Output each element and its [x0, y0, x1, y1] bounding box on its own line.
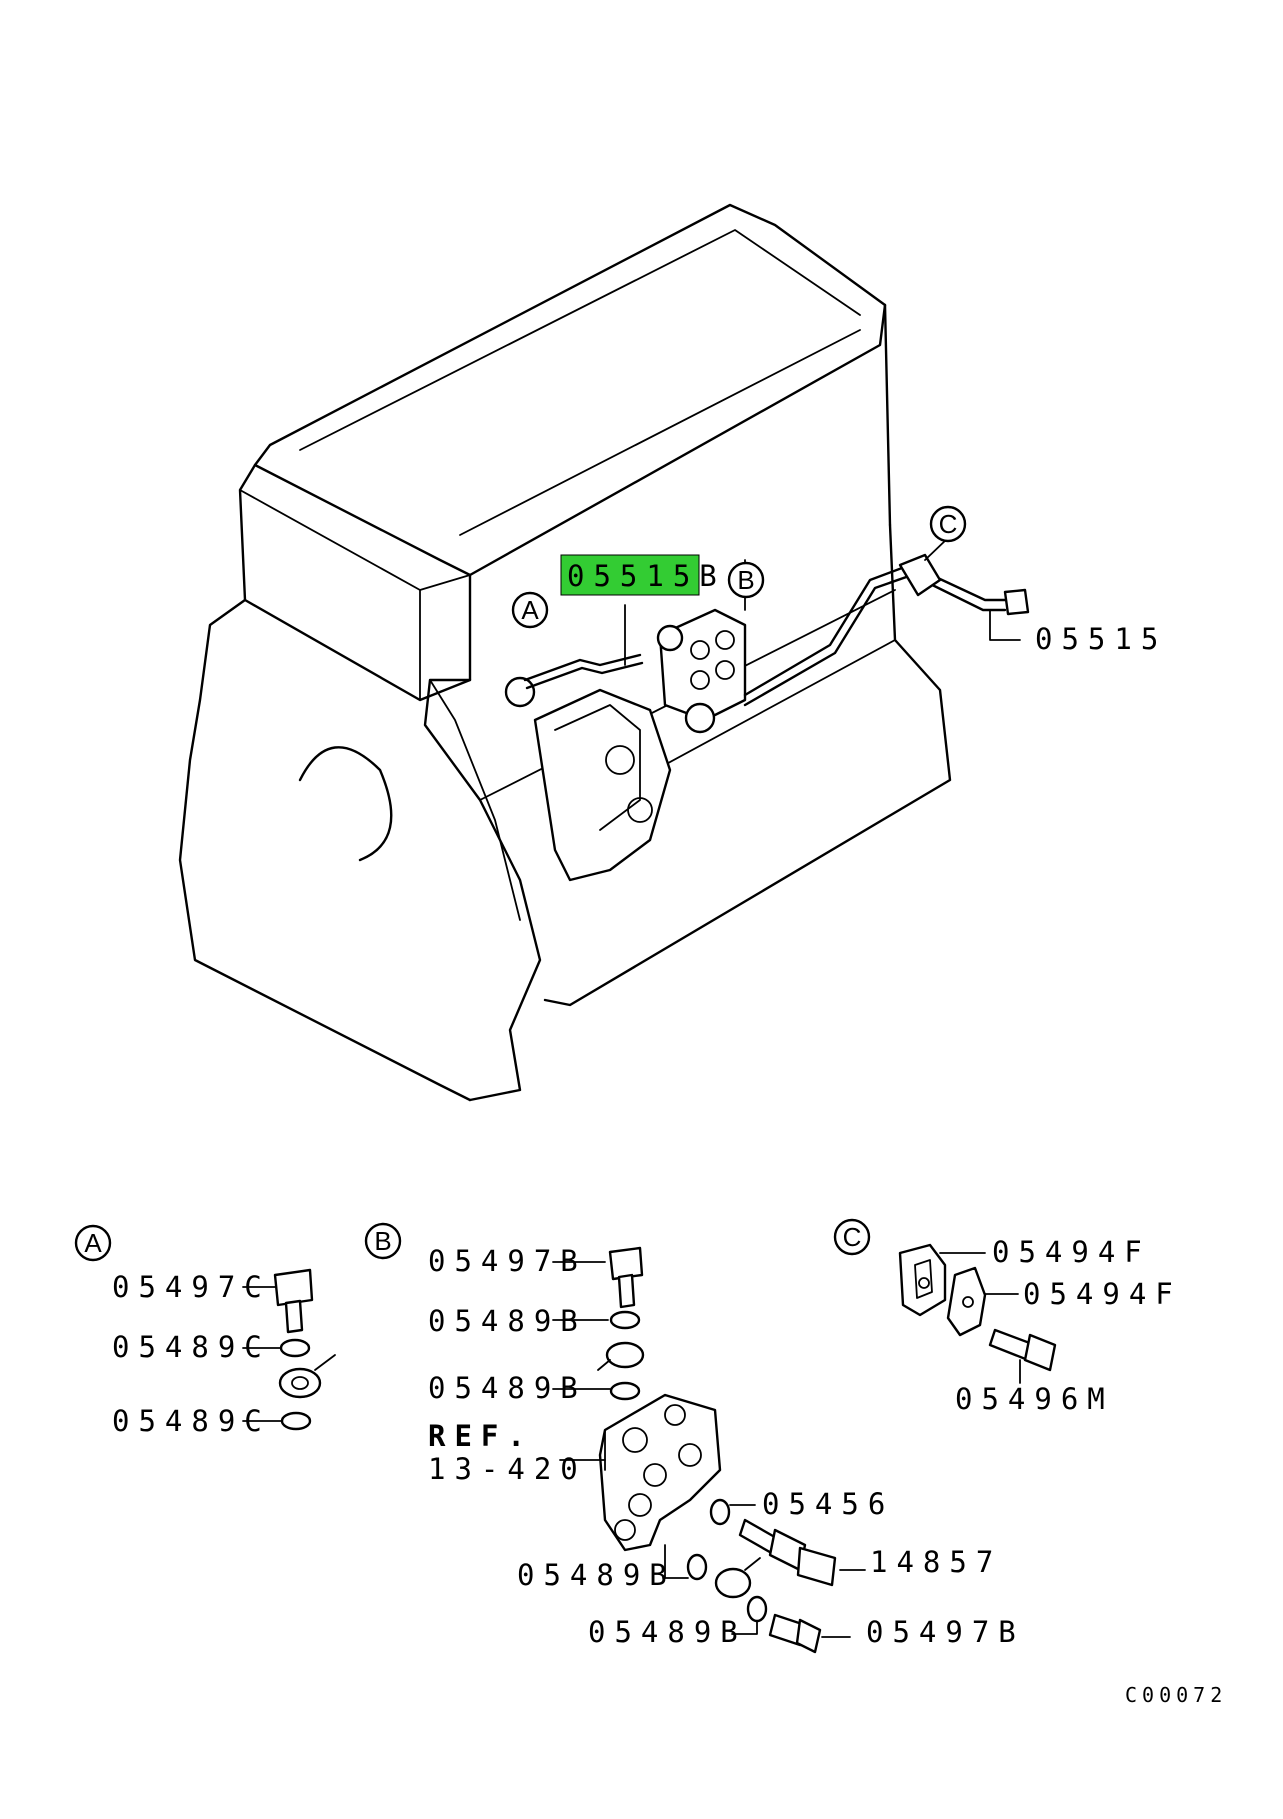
callout-highlight-05515b[interactable]: 05515B — [560, 554, 726, 596]
detail-c: C 05494F 05494F 05496M — [833, 1218, 1182, 1416]
marker-a-main: A — [511, 591, 549, 629]
callout-05497b-top[interactable]: 05497B — [428, 1244, 587, 1278]
callout-05497b-bottom[interactable]: 05497B — [866, 1615, 1025, 1649]
svg-text:A: A — [84, 1228, 102, 1258]
callout-05489b-2[interactable]: 05489B — [428, 1371, 587, 1405]
svg-text:B: B — [737, 565, 754, 595]
marker-b-main: B — [727, 561, 765, 599]
callout-05489b-4[interactable]: 05489B — [588, 1615, 747, 1649]
detail-a: A 05497C 05489C 05489C — [74, 1224, 336, 1438]
callout-05494f-2[interactable]: 05494F — [1023, 1277, 1182, 1311]
svg-text:C: C — [939, 509, 958, 539]
svg-text:C: C — [843, 1222, 862, 1252]
callout-05515[interactable]: 05515 — [1035, 622, 1167, 656]
svg-text:A: A — [521, 595, 539, 625]
callout-05494f-1[interactable]: 05494F — [992, 1235, 1151, 1269]
engine-illustration — [178, 203, 1030, 1102]
callout-05497c[interactable]: 05497C — [112, 1270, 271, 1304]
callout-14857[interactable]: 14857 — [870, 1545, 1002, 1579]
ref-title: REF. — [428, 1419, 534, 1453]
callout-05489c-upper[interactable]: 05489C — [112, 1330, 271, 1364]
detail-b: B — [364, 1222, 1025, 1654]
callout-05496m[interactable]: 05496M — [955, 1382, 1114, 1416]
callout-05489c-lower[interactable]: 05489C — [112, 1404, 271, 1438]
svg-text:05515B: 05515B — [567, 559, 726, 593]
callout-05456[interactable]: 05456 — [762, 1487, 894, 1521]
diagram-id: C00072 — [1125, 1683, 1227, 1707]
callout-05489b-1[interactable]: 05489B — [428, 1304, 587, 1338]
ref-number[interactable]: 13-420 — [428, 1452, 587, 1486]
callout-05489b-3[interactable]: 05489B — [517, 1558, 676, 1592]
svg-text:B: B — [374, 1226, 391, 1256]
marker-c-main: C — [929, 505, 967, 543]
